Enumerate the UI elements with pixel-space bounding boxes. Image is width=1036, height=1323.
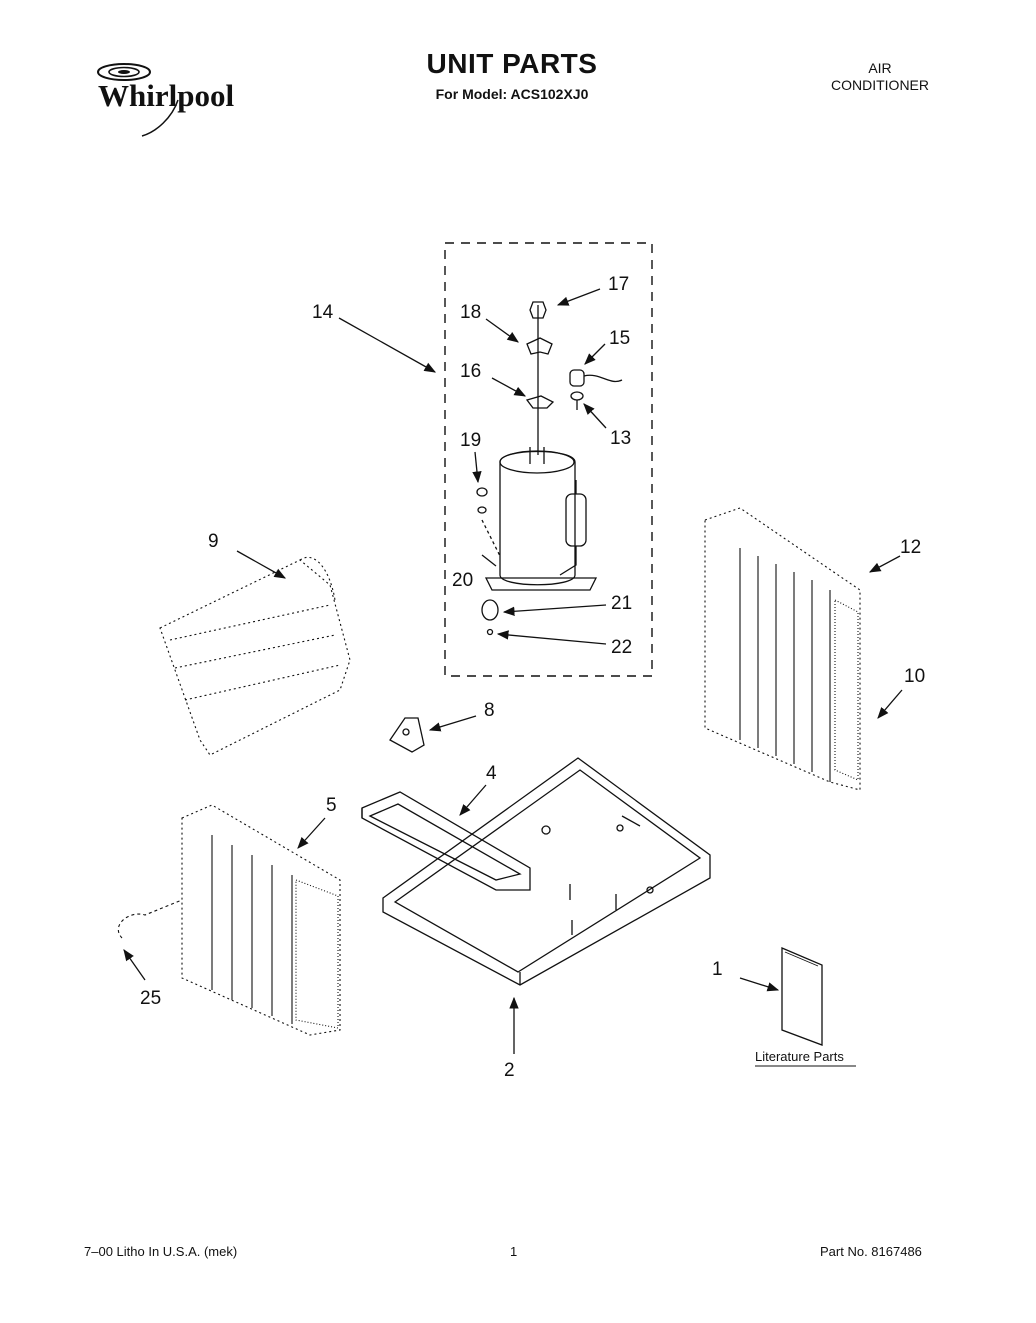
leader-arrows [123,288,903,1054]
callout-25: 25 [140,988,161,1009]
callout-15: 15 [609,328,630,349]
callout-20: 20 [452,570,473,591]
compressor-assembly [476,301,623,636]
page-title: UNIT PARTS [426,48,598,79]
whirlpool-logo: Whirlpool [97,63,234,137]
callout-2: 2 [504,1060,515,1081]
base-pan-part [382,757,711,986]
footer-page-number: 1 [510,1244,518,1259]
literature-booklet-part [781,947,823,1046]
callout-4: 4 [486,763,497,784]
category-label-line1: AIR [868,60,892,76]
callout-21: 21 [611,593,632,614]
compressor-group-box [444,242,653,677]
brand-wordmark: Whirlpool [98,78,234,113]
callout-19: 19 [460,430,481,451]
footer-part-number: Part No. 8167486 [820,1244,922,1259]
callout-16: 16 [460,361,481,382]
callout-18: 18 [460,302,481,323]
drain-pan-part [361,791,531,891]
model-subtitle: For Model: ACS102XJ0 [435,86,589,102]
callout-5: 5 [326,795,337,816]
shroud-part [159,557,351,756]
callout-17: 17 [608,274,629,295]
callout-12: 12 [900,537,921,558]
condenser-coil-part [704,507,861,791]
literature-parts-label: Literature Parts [755,1049,844,1064]
callout-9: 9 [208,531,219,552]
evaporator-coil-part [117,804,341,1036]
footer-print-info: 7–00 Litho In U.S.A. (mek) [84,1244,238,1259]
callout-14: 14 [312,302,334,323]
callout-13: 13 [610,428,631,449]
callout-22: 22 [611,637,632,658]
bracket-part [389,717,425,753]
callout-10: 10 [904,666,925,687]
callout-8: 8 [484,700,495,721]
category-label-line2: CONDITIONER [831,77,929,93]
callout-1: 1 [712,959,723,980]
